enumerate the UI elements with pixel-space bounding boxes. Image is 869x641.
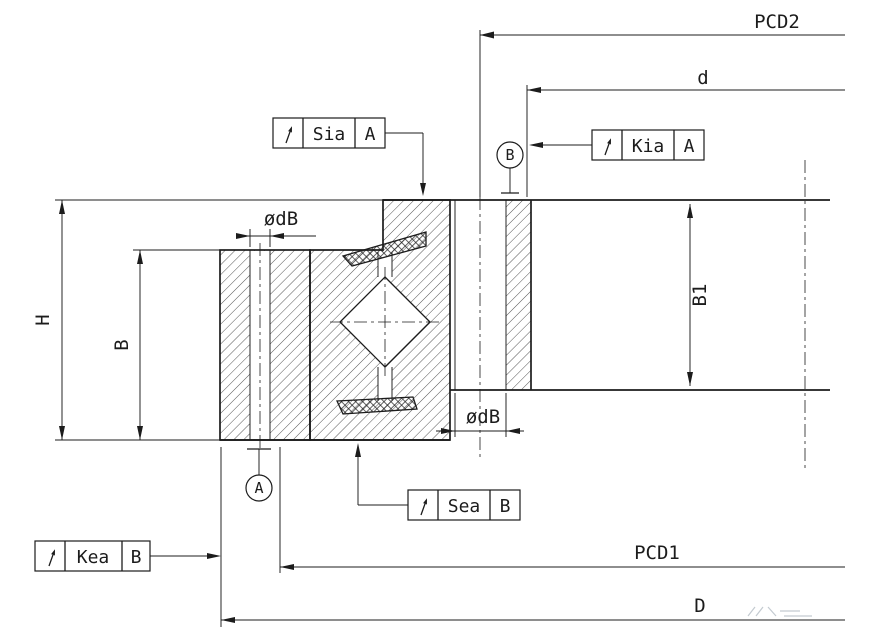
b-label: B: [111, 339, 133, 350]
sia-label: Sia: [313, 124, 346, 145]
sea-label: Sea: [448, 496, 481, 517]
datum-target-a: A: [245, 448, 273, 502]
seal-top: [341, 231, 427, 267]
dimension-b: B: [111, 250, 143, 440]
kea-label: Kea: [77, 547, 110, 568]
dimension-pcd2: PCD2: [479, 11, 845, 458]
feature-frame-kea: Kea B: [34, 540, 221, 572]
datum-b-label: B: [505, 146, 514, 164]
dimension-h: H: [32, 200, 65, 440]
b1-label: B1: [689, 284, 711, 307]
dimension-odb-left: ødB: [236, 208, 316, 247]
dimension-outer-d: D: [220, 447, 845, 627]
h-label: H: [32, 314, 54, 325]
odb-bottom-label: ødB: [466, 406, 500, 428]
seal-bottom: [336, 396, 418, 415]
outer-d-label: D: [694, 595, 705, 617]
watermark: [747, 606, 812, 617]
d-label: d: [697, 67, 708, 89]
datum-circle-b: [496, 141, 524, 169]
odb-top-label: ødB: [264, 208, 298, 230]
feature-frame-kia: Kia A: [529, 129, 705, 161]
kea-datum-ref: B: [131, 547, 142, 568]
kia-label: Kia: [632, 136, 665, 157]
dimension-pcd1: PCD1: [279, 447, 845, 573]
kia-datum-ref: A: [684, 136, 695, 157]
right-ring-section: [454, 200, 532, 390]
datum-circle-a: [245, 474, 273, 502]
dimension-odb-right: ødB: [436, 393, 524, 437]
pcd1-label: PCD1: [634, 542, 680, 564]
pcd2-label: PCD2: [754, 11, 800, 33]
sia-datum-ref: A: [365, 124, 376, 145]
feature-frame-sia: Sia A: [272, 117, 426, 196]
dimension-d: d: [526, 67, 845, 197]
feature-frame-sea: Sea B: [355, 443, 521, 521]
datum-a-label: A: [254, 479, 263, 497]
sea-datum-ref: B: [500, 496, 511, 517]
datum-target-b: B: [496, 141, 524, 194]
left-ring-section: [219, 243, 311, 452]
dimension-b1: B1: [687, 204, 711, 386]
